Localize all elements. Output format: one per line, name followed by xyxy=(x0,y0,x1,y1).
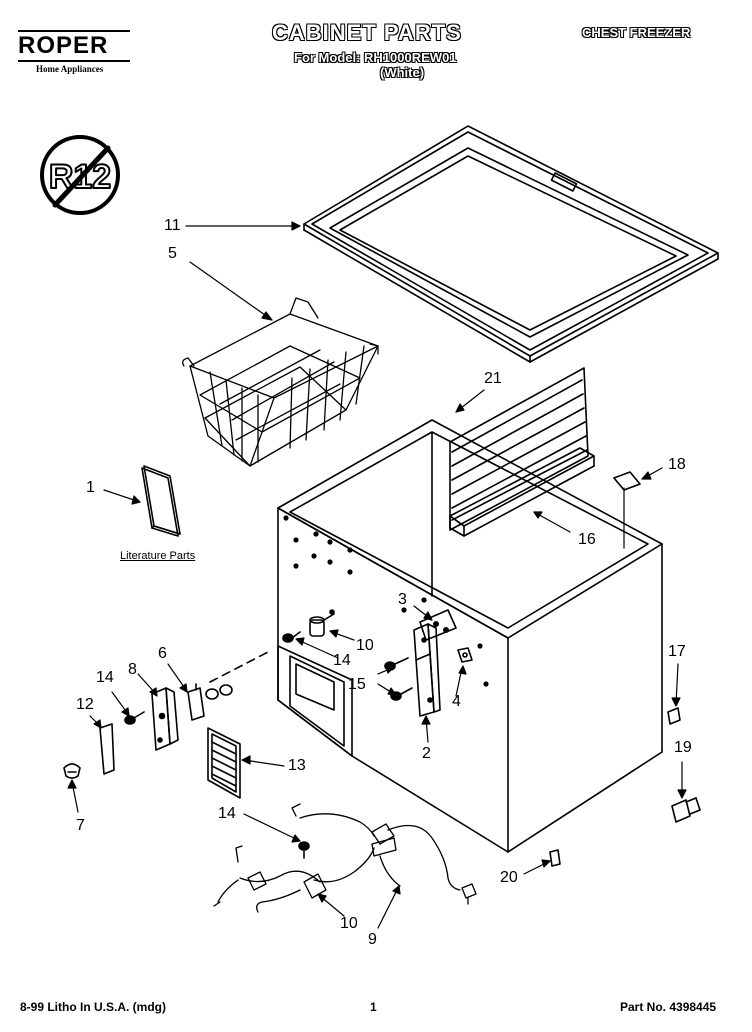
control-knob xyxy=(63,763,81,779)
brand-name: ROPER xyxy=(18,32,109,59)
callout-14-left: 14 xyxy=(96,669,114,686)
harness-screw xyxy=(298,841,310,859)
control-plate xyxy=(99,723,115,775)
callout-7: 7 xyxy=(76,817,85,834)
callout-19: 19 xyxy=(674,739,692,756)
small-bracket xyxy=(667,707,681,725)
hinge-nut xyxy=(457,647,473,663)
product-type: CHEST FREEZER xyxy=(582,25,691,40)
callout-8: 8 xyxy=(128,661,137,678)
leader-dashed xyxy=(209,649,273,683)
model-line: For Model: RH1000REW01 xyxy=(294,50,457,65)
freezer-lid xyxy=(303,125,719,363)
divider-panel xyxy=(449,367,595,537)
callout-17: 17 xyxy=(668,643,686,660)
callout-21: 21 xyxy=(484,370,502,387)
brand-logo: ROPER Home Appliances xyxy=(18,30,138,74)
footer-print-info: 8-99 Litho In U.S.A. (mdg) xyxy=(20,1000,166,1014)
no-r12-prohibition-icon: R12 xyxy=(40,135,120,215)
callout-10-upper: 10 xyxy=(356,637,374,654)
callout-14-lower: 14 xyxy=(218,805,236,822)
thermostat-bracket xyxy=(151,687,179,751)
literature-booklet xyxy=(141,465,181,537)
wiring-harness xyxy=(213,803,477,913)
retainer-clip xyxy=(549,849,561,867)
callout-15: 15 xyxy=(348,676,366,693)
leveling-foot xyxy=(671,797,701,823)
brand-subtitle: Home Appliances xyxy=(36,64,104,74)
capacitor-clamp xyxy=(309,609,335,637)
callout-12: 12 xyxy=(76,696,94,713)
callout-10-lower: 10 xyxy=(340,915,358,932)
callout-9: 9 xyxy=(368,931,377,948)
hinge xyxy=(413,623,441,717)
callout-2: 2 xyxy=(422,745,431,762)
color-line: (White) xyxy=(380,65,425,80)
page-title: CABINET PARTS xyxy=(272,20,462,45)
callout-1: 1 xyxy=(86,479,95,496)
screw xyxy=(282,631,301,643)
literature-parts-label: Literature Parts xyxy=(120,550,196,562)
wire-clip xyxy=(187,683,233,721)
screw-left xyxy=(124,711,145,725)
footer-part-number: Part No. 4398445 xyxy=(620,1000,717,1014)
callout-14-upper: 14 xyxy=(333,652,351,669)
label-tag xyxy=(613,471,641,491)
freezer-cabinet xyxy=(277,419,663,853)
wire-basket xyxy=(182,297,379,467)
callout-13: 13 xyxy=(288,757,306,774)
callout-4: 4 xyxy=(452,693,461,710)
callout-6: 6 xyxy=(158,645,167,662)
leader-lines xyxy=(67,221,687,929)
footer-page-number: 1 xyxy=(370,1000,377,1014)
vent-grille xyxy=(207,727,241,799)
callout-18: 18 xyxy=(668,456,686,473)
callout-20: 20 xyxy=(500,869,518,886)
callout-3: 3 xyxy=(398,591,407,608)
callout-5: 5 xyxy=(168,245,177,262)
callout-16: 16 xyxy=(578,531,596,548)
hinge-bracket xyxy=(419,609,457,641)
callout-11: 11 xyxy=(164,217,181,234)
